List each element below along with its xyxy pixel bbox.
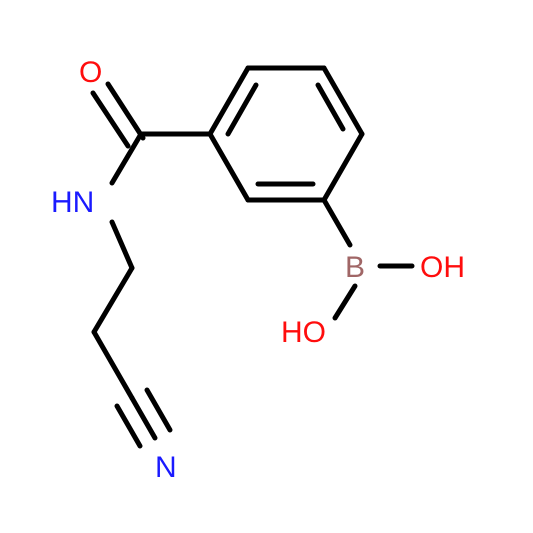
ring-bond-bottom-left xyxy=(207,131,251,203)
ring-bond-top-right xyxy=(321,65,365,137)
atom-label-hydroxyl-right: OH xyxy=(420,251,465,284)
amide-c-n-bond xyxy=(109,131,144,186)
atom-label-hydroxyl-left: HO xyxy=(281,316,326,349)
atom-label-nitrogen-nitrile: N xyxy=(155,451,177,484)
benzene-ring xyxy=(207,65,365,203)
carbonyl-double-bond-1 xyxy=(105,81,146,141)
boron-oh-left-bond xyxy=(332,283,358,321)
ring-to-boron-bond xyxy=(321,197,353,248)
ring-bond-top-left xyxy=(207,65,251,137)
ring-inner-double-top-left xyxy=(225,82,259,137)
carbonyl-double-bond-2 xyxy=(90,90,131,149)
chain-bond-3 xyxy=(91,329,135,401)
atom-label-boron: B xyxy=(345,251,365,284)
ring-inner-double-top-right xyxy=(315,82,346,132)
chain-bond-2 xyxy=(91,265,135,335)
chain-bond-1 xyxy=(109,219,135,271)
ring-bond-bottom-right xyxy=(321,131,365,203)
atom-label-oxygen-carbonyl: O xyxy=(79,56,102,89)
atom-label-nitrogen-amide: HN xyxy=(51,186,94,219)
nitrile-triple-bond xyxy=(114,387,173,449)
